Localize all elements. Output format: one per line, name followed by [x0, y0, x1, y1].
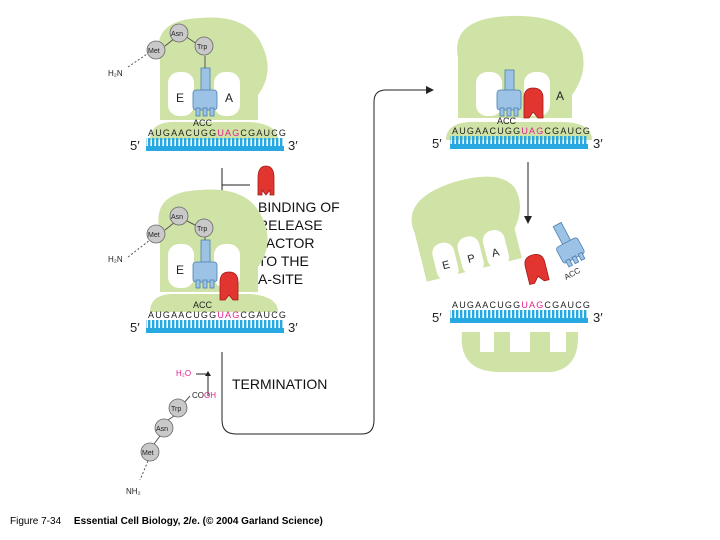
- svg-text:Asn: Asn: [171, 214, 183, 221]
- svg-text:BINDING OF: BINDING OF: [258, 199, 340, 215]
- svg-text:H₂N: H₂N: [108, 255, 123, 264]
- released-polypeptide: H₂O COOH Trp Asn Met NH₂: [126, 369, 216, 496]
- mrna-sequence: AUGAACUGGUAGCGAUCG: [148, 128, 287, 138]
- svg-text:TO THE: TO THE: [258, 253, 309, 269]
- panel-ribosome-dissociated: E P A ACC AUGAACUGGUAGCGAUCG 5′ 3′: [411, 176, 603, 372]
- svg-text:E: E: [176, 263, 184, 277]
- anticodon-label: ACC: [193, 118, 213, 128]
- ribosome-small-subunit: [150, 121, 278, 140]
- figure-caption: Figure 7-34 Essential Cell Biology, 2/e.…: [10, 516, 323, 527]
- svg-text:RELEASE: RELEASE: [258, 217, 323, 233]
- release-factor-icon: [257, 165, 275, 196]
- svg-text:A: A: [556, 89, 564, 103]
- aa-trp-label: Trp: [197, 44, 207, 51]
- nh2-label: NH₂: [126, 487, 141, 496]
- h2n-label: H₂N: [108, 69, 123, 78]
- svg-text:Asn: Asn: [156, 426, 168, 433]
- h2o-label: H₂O: [176, 369, 191, 378]
- svg-text:ACC: ACC: [497, 116, 517, 126]
- arrow-termination: [221, 86, 434, 435]
- arrow-dissociation: [524, 162, 532, 224]
- svg-text:A-SITE: A-SITE: [258, 271, 303, 287]
- mrna-strand: [146, 138, 284, 148]
- figure-number: Figure 7-34: [10, 516, 62, 527]
- svg-text:5′: 5′: [130, 320, 140, 335]
- aa-met-label: Met: [148, 48, 160, 55]
- panel-release-factor-bound: E ACC Met Asn Trp H₂N AUGAACUGGUAGCGAUCG…: [108, 189, 298, 335]
- svg-text:Met: Met: [142, 450, 154, 457]
- step-binding-label: BINDING OF RELEASE FACTOR TO THE A-SITE: [258, 199, 340, 287]
- svg-text:E: E: [441, 259, 451, 272]
- trna-icon: [192, 67, 218, 117]
- svg-text:P: P: [466, 253, 476, 266]
- aa-asn-label: Asn: [171, 31, 183, 38]
- svg-text:5′: 5′: [432, 310, 442, 325]
- svg-text:3′: 3′: [593, 136, 603, 151]
- svg-text:A: A: [491, 246, 502, 260]
- svg-text:3′: 3′: [288, 320, 298, 335]
- panel-hydrolysis: A ACC AUGAACUGGUAGCGAUCG 5′ 3′: [432, 15, 603, 151]
- svg-text:Trp: Trp: [171, 406, 181, 413]
- small-subunit-released: [461, 332, 579, 372]
- site-e-label: E: [176, 91, 184, 105]
- step-termination-label: TERMINATION: [232, 376, 327, 392]
- svg-text:AUGAACUGGUAGCGAUCG: AUGAACUGGUAGCGAUCG: [148, 310, 287, 320]
- svg-text:AUGAACUGGUAGCGAUCG: AUGAACUGGUAGCGAUCG: [452, 126, 591, 136]
- figure-source: Essential Cell Biology, 2/e. (© 2004 Gar…: [73, 516, 323, 527]
- svg-text:5′: 5′: [432, 136, 442, 151]
- svg-text:Met: Met: [148, 232, 160, 239]
- site-a-label: A: [225, 91, 233, 105]
- svg-text:Trp: Trp: [197, 226, 207, 233]
- cooh-label: COOH: [192, 391, 216, 400]
- five-prime-label: 5′: [130, 138, 140, 153]
- svg-text:3′: 3′: [593, 310, 603, 325]
- svg-text:AUGAACUGGUAGCGAUCG: AUGAACUGGUAGCGAUCG: [452, 300, 591, 310]
- three-prime-label: 3′: [288, 138, 298, 153]
- svg-text:ACC: ACC: [563, 266, 582, 282]
- panel-elongation-complete: E A ACC Met Asn Trp H₂N AUGAACUGGUAGCGAU…: [108, 17, 298, 153]
- svg-text:FACTOR: FACTOR: [258, 235, 315, 251]
- svg-text:ACC: ACC: [193, 300, 213, 310]
